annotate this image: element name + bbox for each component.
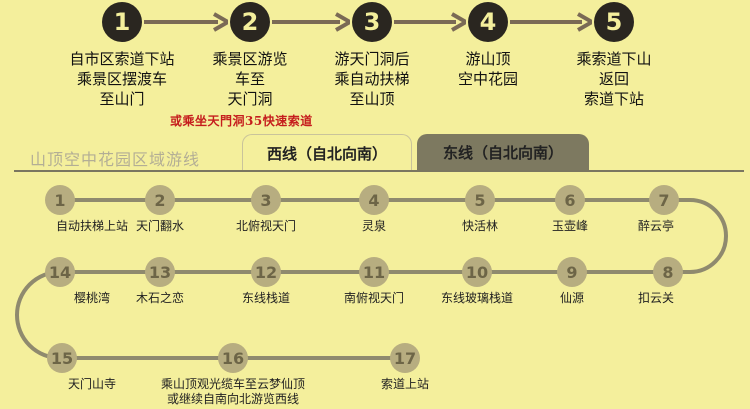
step-arrow-icon [510, 12, 592, 32]
step-arrow-icon [272, 12, 350, 32]
step-text-line: 游天门洞后 [334, 50, 410, 68]
stop-label-4: 灵泉 [284, 219, 464, 234]
stop-marker-14: 14 [45, 257, 75, 287]
step-text-line: 自市区索道下站 [69, 50, 175, 68]
tab-underline [14, 170, 744, 172]
stop-label-16: 乘山顶观光缆车至云梦仙顶或继续自南向北游览西线 [143, 377, 323, 407]
handwritten-note: 或乘坐天門洞35快速索道 [170, 114, 313, 128]
stop-label-12: 东线栈道 [176, 291, 356, 306]
stop-label-line: 樱桃湾 [73, 291, 110, 305]
stop-marker-4: 4 [359, 185, 389, 215]
stop-marker-11: 11 [359, 257, 389, 287]
step-text-line: 乘景区摆渡车 [76, 70, 167, 88]
step-text-line: 乘景区游览 [212, 50, 288, 68]
step-text-line: 天门洞 [227, 90, 273, 108]
stop-marker-10: 10 [462, 257, 492, 287]
stop-label-line: 自动扶梯上站 [55, 219, 128, 233]
step-arrow-icon [144, 12, 228, 32]
stop-marker-13: 13 [145, 257, 175, 287]
stop-marker-8: 8 [653, 257, 683, 287]
stop-label-line: 天门山寺 [67, 377, 116, 391]
step-text-4: 游山顶空中花园 [423, 49, 553, 89]
stop-label-8: 扣云关 [566, 291, 746, 306]
step-number-1: 1 [102, 2, 142, 42]
step-number-2: 2 [230, 2, 270, 42]
step-text-line: 返回 [598, 70, 629, 88]
stop-marker-3: 3 [251, 185, 281, 215]
step-text-2: 乘景区游览车至天门洞 [185, 49, 315, 109]
step-text-line: 至山顶 [349, 90, 395, 108]
stop-label-line: 灵泉 [361, 219, 386, 233]
step-text-line: 索道下站 [583, 90, 644, 108]
step-arrow-icon [394, 12, 466, 32]
step-text-5: 乘索道下山返回索道下站 [549, 49, 679, 109]
stop-label-line: 天门翻水 [135, 219, 184, 233]
step-number-5: 5 [594, 2, 634, 42]
stop-label-line: 醉云亭 [637, 219, 674, 233]
step-text-line: 车至 [234, 70, 265, 88]
stop-label-line: 南俯视天门 [343, 291, 404, 305]
stop-label-line: 仙源 [559, 291, 584, 305]
stop-marker-16: 16 [218, 343, 248, 373]
stop-label-line: 东线栈道 [241, 291, 290, 305]
stop-label-line: 扣云关 [637, 291, 674, 305]
step-text-line: 乘自动扶梯 [334, 70, 410, 88]
stop-label-line: 玉壶峰 [551, 219, 588, 233]
stop-label-line: 索道上站 [380, 377, 429, 391]
stop-marker-17: 17 [390, 343, 420, 373]
stop-label-2: 天门翻水 [70, 219, 250, 234]
stop-label-line: 东线玻璃栈道 [440, 291, 513, 305]
step-number-3: 3 [352, 2, 392, 42]
step-text-line: 空中花园 [457, 70, 518, 88]
stop-label-5: 快活林 [390, 219, 570, 234]
tab-east-line[interactable]: 东线（自北向南） [417, 134, 589, 170]
stop-label-17: 索道上站 [315, 377, 495, 392]
step-text-1: 自市区索道下站乘景区摆渡车至山门 [57, 49, 187, 109]
stop-marker-12: 12 [251, 257, 281, 287]
step-number-4: 4 [468, 2, 508, 42]
stop-label-line: 快活林 [461, 219, 498, 233]
stop-label-6: 玉壶峰 [480, 219, 660, 234]
stop-label-line: 北俯视天门 [235, 219, 296, 233]
step-text-3: 游天门洞后乘自动扶梯至山顶 [307, 49, 437, 109]
stop-label-3: 北俯视天门 [176, 219, 356, 234]
stop-label-13: 木石之恋 [70, 291, 250, 306]
step-text-line: 游山顶 [465, 50, 511, 68]
stop-marker-5: 5 [465, 185, 495, 215]
stop-label-15: 天门山寺 [2, 377, 182, 392]
stop-label-10: 东线玻璃栈道 [387, 291, 567, 306]
stop-marker-6: 6 [555, 185, 585, 215]
section-title: 山顶空中花园区域游线 [30, 150, 201, 169]
stop-marker-2: 2 [145, 185, 175, 215]
stop-marker-7: 7 [649, 185, 679, 215]
stop-label-1: 自动扶梯上站 [2, 219, 182, 234]
stop-label-9: 仙源 [482, 291, 662, 306]
stop-marker-15: 15 [47, 343, 77, 373]
stop-label-14: 樱桃湾 [2, 291, 182, 306]
stop-label-11: 南俯视天门 [284, 291, 464, 306]
stop-label-7: 醉云亭 [566, 219, 746, 234]
stop-label-line: 或继续自南向北游览西线 [166, 392, 299, 406]
step-text-line: 乘索道下山 [576, 50, 652, 68]
stop-marker-9: 9 [557, 257, 587, 287]
stop-label-line: 乘山顶观光缆车至云梦仙顶 [160, 377, 305, 391]
stop-marker-1: 1 [45, 185, 75, 215]
tab-west-line[interactable]: 西线（自北向南） [242, 134, 412, 171]
stop-label-line: 木石之恋 [135, 291, 184, 305]
step-text-line: 至山门 [99, 90, 145, 108]
